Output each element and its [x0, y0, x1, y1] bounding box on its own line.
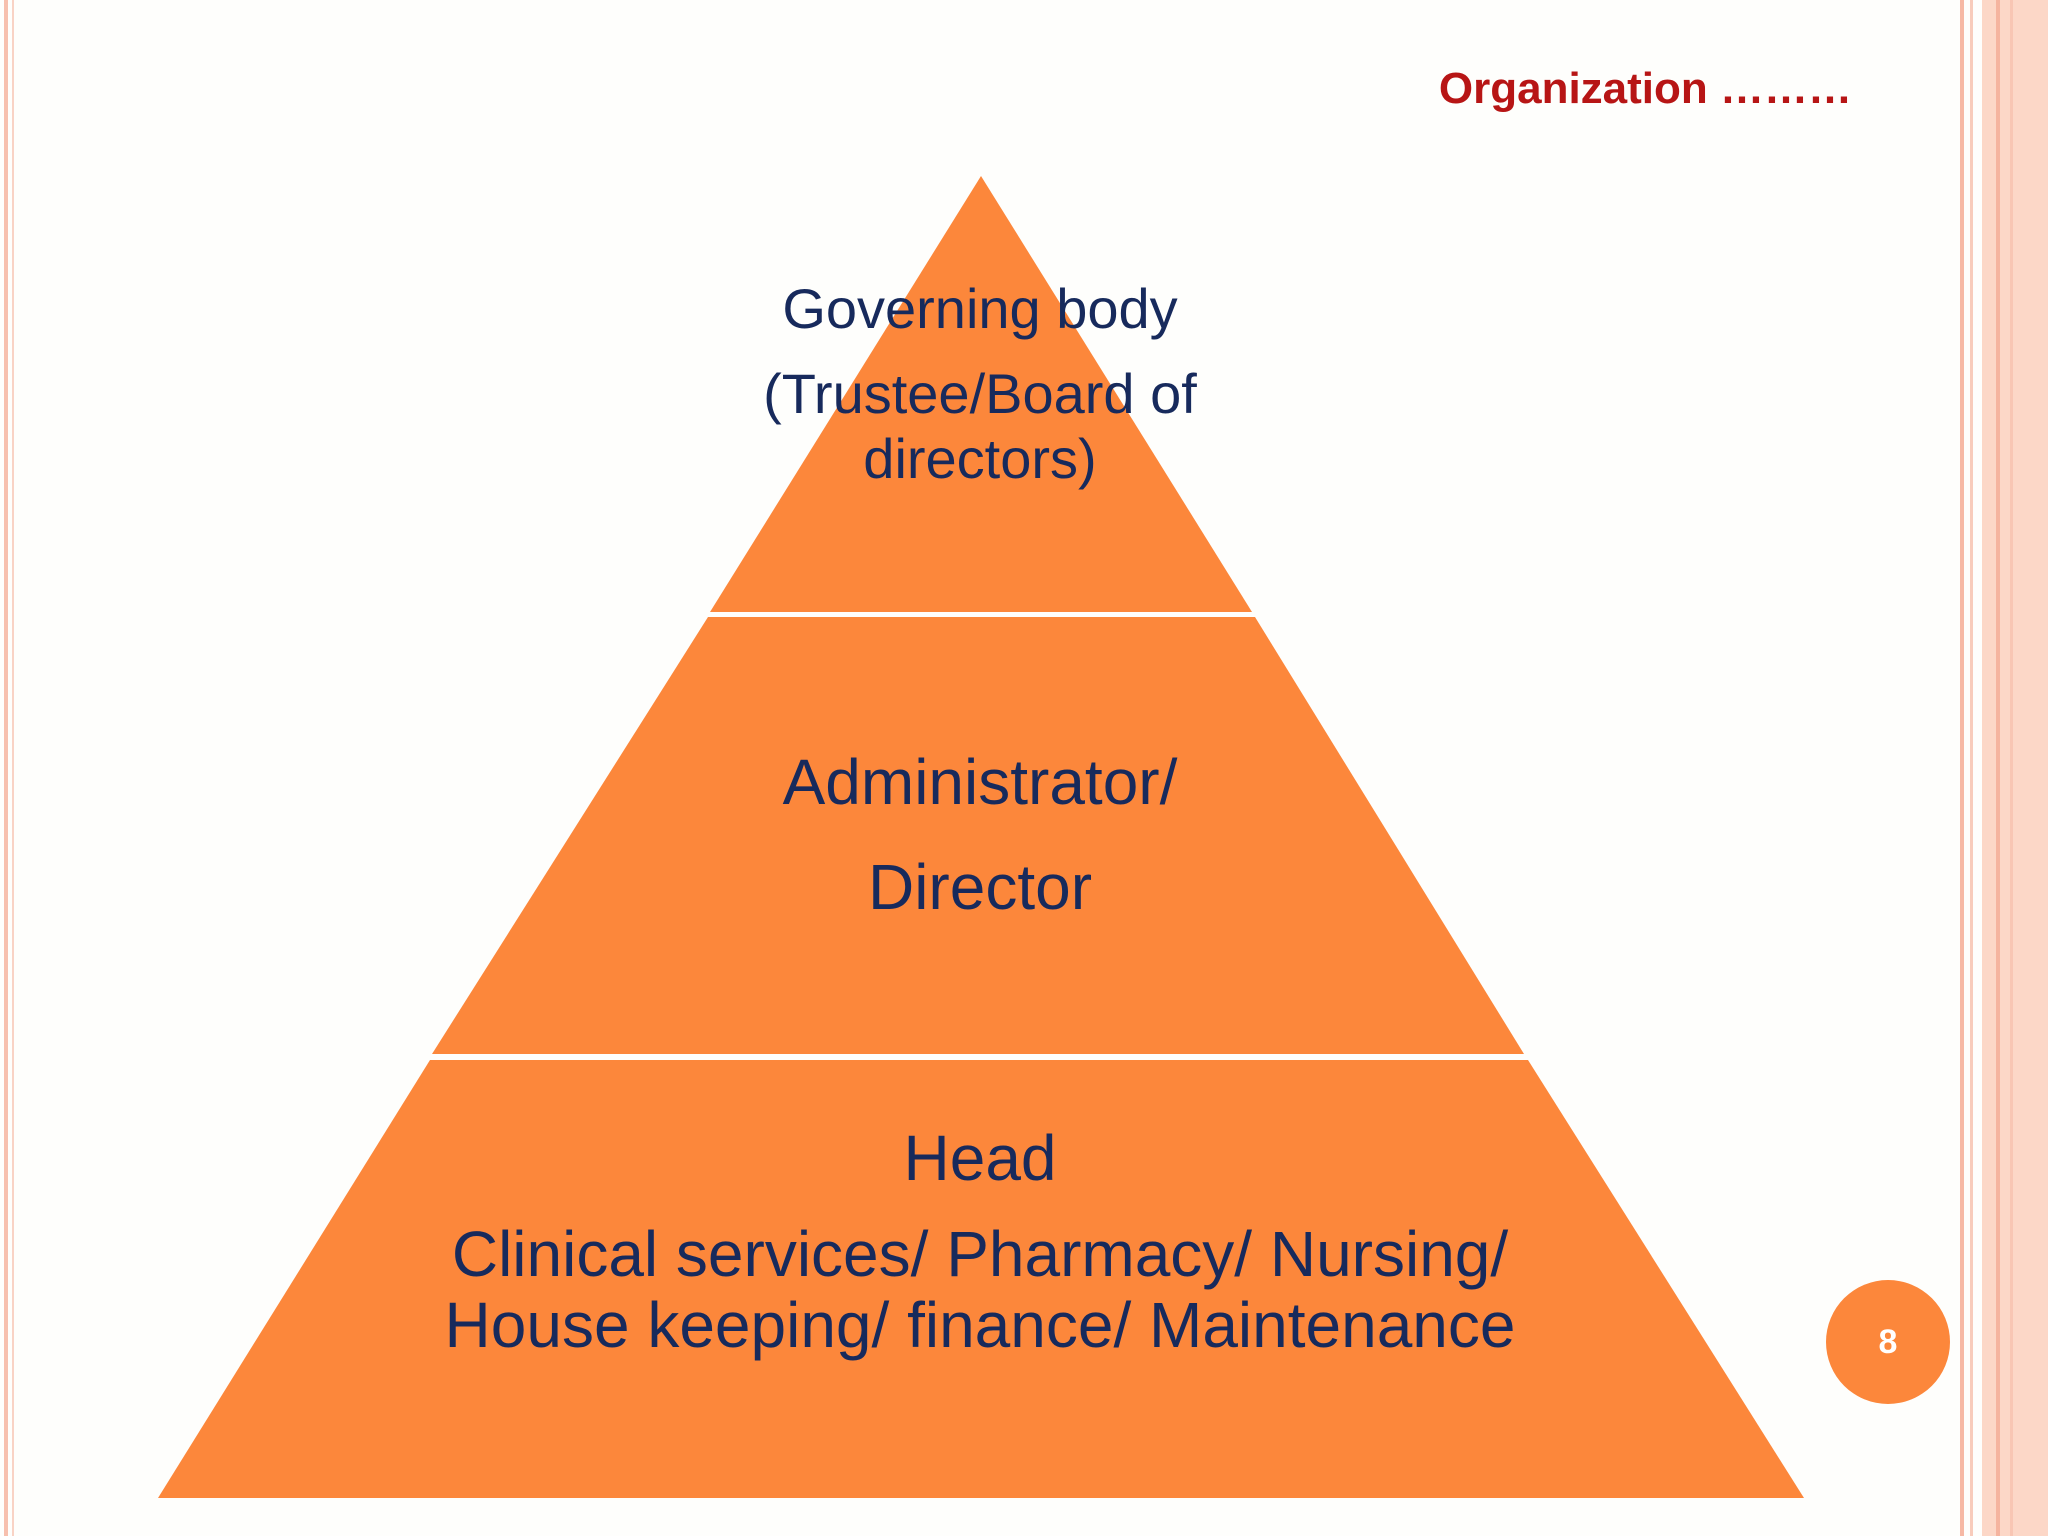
slide-border-right — [1960, 0, 1964, 1536]
slide-border-right-line-2 — [2010, 0, 2013, 1536]
pyramid-tier-middle — [432, 617, 1524, 1054]
page-number-badge: 8 — [1826, 1280, 1950, 1404]
slide-border-right-line — [1996, 0, 2000, 1536]
tier-middle-heading: Administrator/ — [782, 746, 1178, 818]
slide-border-right-inner — [1970, 0, 1973, 1536]
tier-bottom-text: Head Clinical services/ Pharmacy/ Nursin… — [380, 1120, 1580, 1362]
pyramid-tier-bottom — [158, 1060, 1804, 1498]
tier-top-detail: (Trustee/Board of directors) — [763, 362, 1197, 490]
pyramid-tier-top — [710, 176, 1252, 612]
tier-top-heading: Governing body — [782, 277, 1178, 340]
slide-title: Organization ……… — [1438, 64, 1852, 113]
slide-border-right-band — [1982, 0, 2048, 1536]
tier-middle-text: Administrator/ Director — [580, 744, 1380, 926]
tier-top-text: Governing body (Trustee/Board of directo… — [640, 275, 1320, 491]
tier-bottom-detail: Clinical services/ Pharmacy/ Nursing/ Ho… — [444, 1217, 1516, 1362]
slide-border-left-inner — [12, 0, 14, 1536]
tier-middle-detail: Director — [867, 850, 1093, 923]
tier-bottom-heading: Head — [903, 1122, 1057, 1194]
slide-border-left — [4, 0, 8, 1536]
